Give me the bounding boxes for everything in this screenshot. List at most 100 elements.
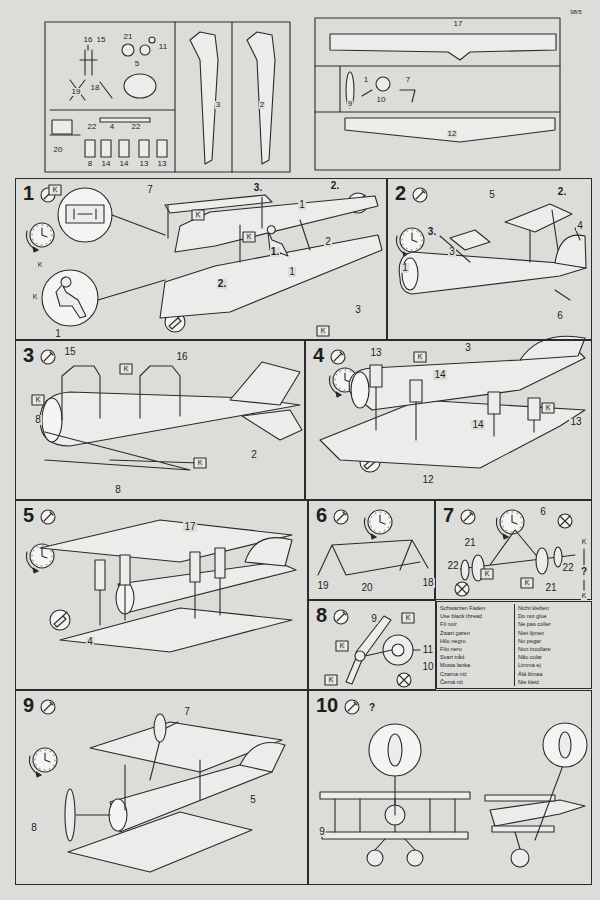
callout-number: 4 — [576, 221, 584, 232]
step5-drawing — [120, 555, 130, 585]
step-number: 3 — [23, 344, 34, 366]
callout-number: 8 — [30, 823, 38, 834]
sprue-parts — [80, 45, 97, 75]
callout-number: 8 — [34, 415, 42, 426]
step3-drawing — [32, 362, 302, 470]
step8-drawing — [392, 644, 404, 656]
step4-drawing — [528, 398, 540, 420]
step7-drawing — [558, 514, 572, 528]
step-number: 6 — [316, 504, 327, 526]
callout-number: 4 — [86, 637, 94, 648]
step-icons — [331, 350, 345, 364]
note-text: Černá nit — [440, 679, 463, 686]
step10-drawing — [492, 826, 554, 832]
callout-number: 3 — [354, 305, 362, 316]
sprue-parts — [124, 74, 156, 98]
step10-drawing — [543, 723, 587, 767]
step4-drawing — [542, 403, 554, 413]
step9-drawing — [125, 740, 200, 810]
step9-drawing — [65, 714, 285, 872]
step-icons — [334, 610, 348, 624]
callout-number: 1 — [298, 200, 306, 211]
clock-symbol — [364, 510, 392, 539]
note-text: Fil noir — [440, 621, 457, 628]
callout-number: 1 — [288, 267, 296, 278]
sprue-parts — [52, 32, 556, 164]
flag-letter: K — [35, 396, 42, 403]
table-divider — [514, 604, 515, 686]
sprue-parts — [345, 118, 555, 142]
step5-drawing — [245, 538, 292, 566]
note-text: Limma ej — [518, 662, 541, 669]
step5-drawing — [215, 548, 225, 578]
callout-number: 17 — [183, 522, 196, 533]
callout-number: 3. — [427, 227, 437, 238]
step1-drawing — [240, 220, 310, 262]
callout-number: 5 — [488, 190, 496, 201]
sprue-parts — [330, 34, 556, 60]
callout-number: 14 — [471, 420, 484, 431]
note-text: No pegar — [518, 638, 541, 645]
step10-drawing — [367, 850, 383, 866]
callout-number: 5 — [249, 795, 257, 806]
note-text: Filo nero — [440, 646, 462, 653]
sprue-parts — [190, 32, 218, 164]
step8-drawing — [346, 658, 362, 684]
callout-number: 12 — [447, 130, 458, 138]
glue-symbol — [50, 610, 70, 630]
note-text: Non incollare — [518, 646, 551, 653]
step1-drawing — [98, 215, 165, 300]
sprue-parts — [362, 90, 415, 102]
sprue-parts — [149, 37, 155, 43]
sprue-frame — [315, 18, 560, 170]
step1-drawing — [42, 270, 98, 326]
step5-drawing — [118, 562, 296, 612]
callout-number: 2. — [330, 181, 340, 192]
note-text: Não colar — [518, 654, 542, 661]
note-text: Nicht kleben — [518, 605, 549, 612]
step4-drawing — [320, 336, 585, 468]
step-number: 9 — [23, 694, 34, 716]
flag-letter: K — [328, 676, 335, 683]
step-number: 5 — [23, 504, 34, 526]
callout-number: 9 — [370, 614, 378, 625]
step4-drawing — [376, 387, 534, 440]
callout-number: 21 — [463, 538, 476, 549]
callout-number: 5 — [134, 60, 140, 68]
step8-drawing — [397, 673, 411, 687]
callout-number: 22 — [561, 563, 574, 574]
step10-drawing — [511, 849, 529, 867]
step-icons — [41, 350, 55, 364]
step10-drawing — [388, 734, 402, 766]
step5-drawing — [60, 608, 292, 652]
sprue-parts — [101, 140, 111, 157]
note-text: Älä liimaa — [518, 671, 542, 678]
step9-drawing — [65, 789, 75, 841]
note-text: Svart tråd — [440, 654, 464, 661]
step4-drawing — [351, 372, 369, 408]
flag-letter: K — [123, 365, 130, 372]
callout-number: 22 — [446, 561, 459, 572]
callout-number: ? — [368, 703, 376, 714]
callout-number: 15 — [63, 347, 76, 358]
step10-drawing — [559, 732, 571, 758]
callout-number: 18 — [90, 84, 101, 92]
flag-letter: K — [581, 592, 588, 599]
callout-number: 2 — [259, 101, 265, 109]
flag-letter: K — [195, 211, 202, 218]
step2-drawing — [555, 235, 586, 268]
callout-number: 7 — [146, 185, 154, 196]
flag-letter: K — [524, 579, 531, 586]
sprue-parts — [100, 118, 150, 122]
step1-drawing — [74, 209, 96, 219]
step10-drawing — [407, 850, 423, 866]
step10-drawing — [485, 795, 555, 801]
step7-drawing — [481, 569, 493, 579]
step7-drawing — [450, 514, 584, 596]
step-panel: 9 — [15, 690, 308, 885]
step8-drawing — [365, 650, 420, 656]
clock-symbol — [496, 510, 524, 539]
sprue-parts — [70, 80, 112, 100]
step-icons — [461, 510, 475, 524]
note-text: Czarna nić — [440, 671, 467, 678]
